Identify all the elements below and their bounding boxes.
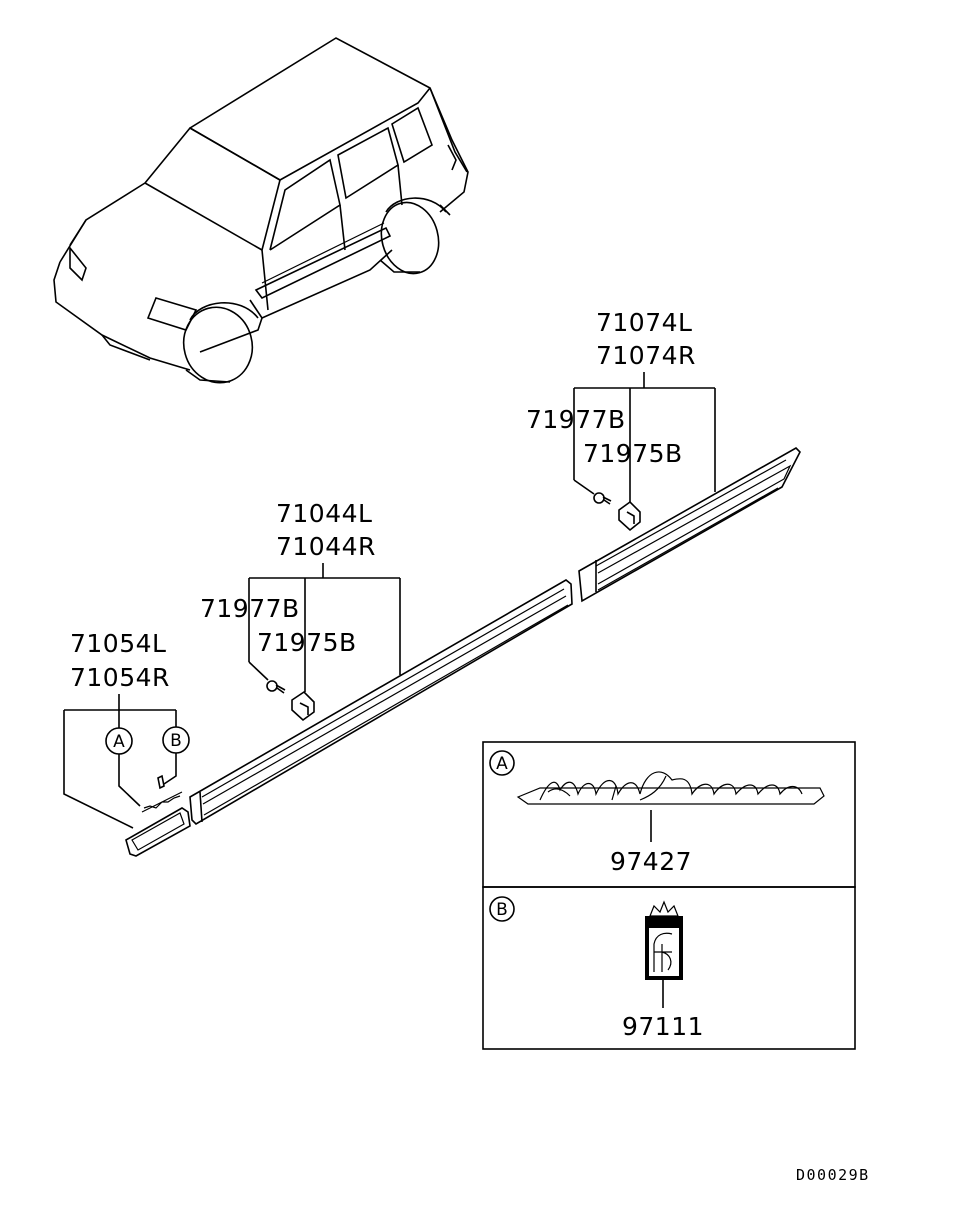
callout-a: A [105,727,133,755]
front-molding-group: 71044L 71044R 71977B 71975B [189,499,573,826]
vehicle-illustration [53,37,469,384]
label-71074r: 71074R [596,341,696,370]
callout-b: B [162,726,190,754]
detail-b-part-number: 97111 [622,1012,704,1041]
detail-box-a: A 97427 [482,741,856,888]
leader-71054 [63,694,177,829]
garnish-group: 71054L 71054R A B [63,629,191,857]
label-71977b-rear: 71977B [526,405,626,434]
pininfarina-script-icon [516,771,825,805]
label-71975b-front: 71975B [257,628,357,657]
clip-icon [618,430,641,532]
front-door-molding [189,579,573,826]
leader-71044 [248,563,401,675]
screw-icon [593,492,612,505]
detail-box-b: B 97111 [482,886,856,1050]
detail-a-part-number: 97427 [610,847,692,876]
label-71054r: 71054R [70,663,170,692]
pininfarina-badge-icon [645,900,683,980]
garnish-plate [125,807,191,857]
label-71074l: 71074L [596,308,692,337]
screw-icon [266,680,286,694]
label-71975b-rear: 71975B [583,439,683,468]
leader-71074 [573,372,716,492]
label-71044l: 71044L [276,499,372,528]
detail-a-tag: A [496,754,508,774]
svg-text:B: B [170,731,182,751]
rear-molding-group: 71074L 71074R 71977B 71975B [526,308,801,603]
clip-icon [291,622,315,722]
svg-text:A: A [113,732,125,752]
diagram-code: D00029B [796,1166,870,1184]
badge-emblem-icon [157,774,165,790]
label-71977b-front: 71977B [200,594,300,623]
detail-b-tag: B [496,900,508,920]
script-emblem-icon [141,791,183,813]
rear-door-molding [578,447,801,603]
label-71044r: 71044R [276,532,376,561]
label-71054l: 71054L [70,629,166,658]
